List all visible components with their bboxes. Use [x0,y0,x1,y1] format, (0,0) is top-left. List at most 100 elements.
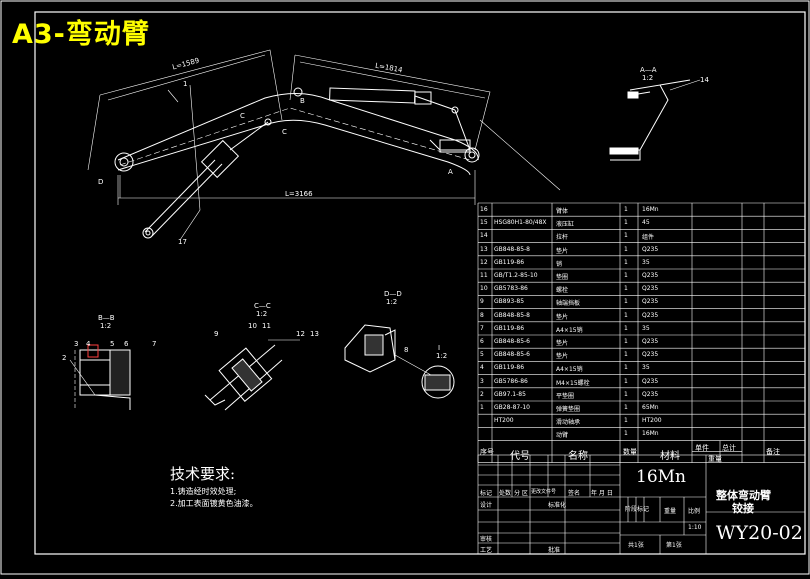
bom-cell: 1 [624,219,628,227]
bom-header-cell: 材料 [660,450,680,462]
bom-cell: GB893-85 [494,298,525,306]
scale-value: 1:10 [688,524,702,531]
callout-cc-11: 11 [262,322,271,330]
callout-cc-10: 10 [248,322,257,330]
bom-cell: 35 [642,258,650,266]
bom-cell: 1 [624,245,628,253]
bom-cell: 1 [624,258,628,266]
bom-cell: A4×15销 [556,366,583,374]
label-n17: 17 [178,238,187,246]
callout-bb-5: 5 [110,340,115,348]
bom-cell: M4×15螺栓 [556,379,590,387]
bom-cell: 7 [480,324,484,332]
tb-review: 审核 [480,536,493,543]
bom-cell: 10 [480,285,488,293]
label-c1: C [240,112,245,120]
bom-cell: 1 [624,232,628,240]
bom-cell: GB119-86 [494,258,525,266]
view-dd-title: D—D [384,290,402,298]
callout-cc-13: 13 [310,330,319,338]
bom-cell: 1 [624,404,628,411]
bom-cell: 16Mn [642,206,659,213]
view-bb-title: B—B [98,314,115,322]
tech-line-2: 2.加工表面镀黄色油漆。 [170,499,258,508]
titleblock-grid [477,454,806,555]
view-dd [344,324,455,399]
bom-cell: Q235 [642,245,659,253]
view-aa-ratio: 1:2 [642,74,654,82]
part-name-2: 铰接 [732,502,754,515]
bom-cell: 11 [480,272,488,279]
tb-change-doc: 更改文件号 [531,489,557,495]
view-cc [204,339,300,411]
bom-cell: 1 [624,364,628,372]
bom-cell: 1 [624,430,628,438]
sheet-total: 共1张 [628,542,644,549]
view-aa-title: A—A [640,66,657,74]
bom-cell: Q235 [642,285,659,293]
tech-requirements-title: 技术要求: [170,465,236,483]
bom-cell: Q235 [642,338,659,345]
bom-cell: 垫片 [556,340,569,347]
bom-cell: 1 [624,377,628,385]
view-cc-ratio: 1:2 [256,310,268,318]
bom-cell: 35 [642,364,650,372]
bom-grid [477,202,806,463]
bom-cell: 12 [480,258,488,266]
bom-cell: 1 [624,417,628,425]
bom-cell: 螺栓 [556,287,569,295]
bom-cell: 1 [624,324,628,332]
bom-cell: 1 [624,338,628,345]
sheet-number: 第1张 [666,542,682,549]
bom-cell: GB5783-86 [494,285,528,293]
bom-cell: 1 [624,206,628,213]
view-dd-ratio: 1:2 [386,298,398,306]
bom-cell: Q235 [642,351,659,359]
bom-cell: 2 [480,390,484,398]
bom-cell: 垫片 [556,247,569,255]
bom-header-cell: 总计 [722,443,736,452]
bom-cell: 16 [480,206,488,213]
bom-cell: 销 [556,260,563,268]
bom-cell: 平垫圈 [556,392,575,400]
label-n1: 1 [183,80,188,88]
bom-cell: 5 [480,351,484,359]
bom-cell: GB/T1.2-85-10 [494,272,538,279]
label-n14: 14 [700,76,709,84]
bom-cell: 35 [642,324,650,332]
main-arm-view [87,49,561,241]
label-b: B [300,97,305,105]
bom-header-cell: 备注 [766,447,780,456]
bom-cell: 15 [480,219,488,227]
bom-cell: 滑动轴承 [556,419,581,427]
callout-cc-12: 12 [296,330,305,338]
bom-cell: HT200 [642,417,662,425]
bom-cell: 1 [480,404,484,411]
bom-cell: 垫圈 [556,274,569,281]
bom-header-cell: 序号 [480,447,494,456]
bom-cell: HSG80H1-80/48X [494,219,547,227]
bom-cell: 14 [480,232,488,240]
label-a: A [448,168,453,176]
bom-cell: GB848-85-6 [494,338,530,345]
view-bb-ratio: 1:2 [100,322,112,330]
bom-cell: 拉杆 [556,234,569,242]
tech-line-1: 1.铸造经时效处理; [170,487,237,496]
callout-bb-7: 7 [152,340,157,348]
bom-cell: HT200 [494,417,514,425]
bom-cell: 8 [480,311,484,319]
bom-cell: Q235 [642,272,659,279]
bom-cell: 4 [480,364,484,372]
bom-cell: 轴端挡板 [556,300,581,308]
bom-cell: 液压缸 [556,221,575,229]
bom-header-weight: 重量 [708,454,722,463]
callout-bb-4: 4 [86,340,91,348]
bom-cell: 16Mn [642,430,659,438]
drawing-number: WY20-02 [716,522,803,544]
tb-date: 年 月 日 [591,490,613,497]
label-d: D [98,178,104,186]
part-name-1: 整体弯动臂 [716,489,771,502]
view-aa [609,79,701,161]
bom-cell: GB848-85-6 [494,351,530,359]
